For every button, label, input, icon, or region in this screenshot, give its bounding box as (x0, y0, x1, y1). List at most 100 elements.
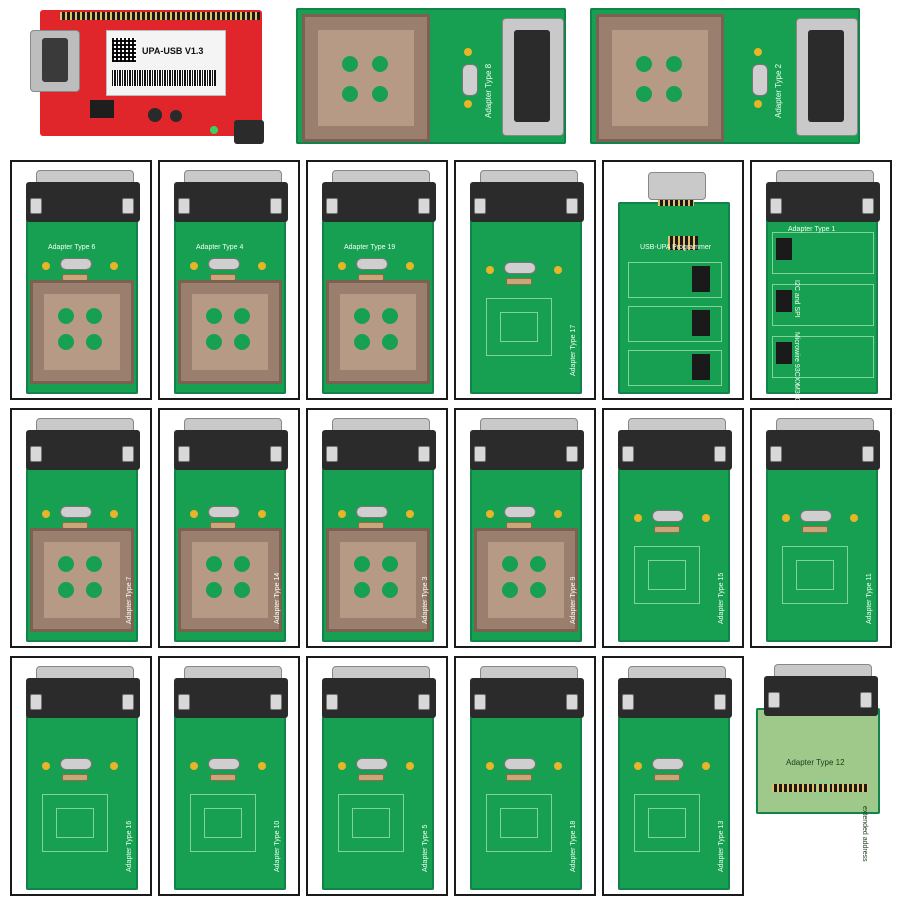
dip-socket (692, 310, 710, 336)
adapter-label: Adapter Type 3 (422, 576, 429, 624)
adapter-label: Adapter Type 2 (774, 63, 783, 118)
pcb-trace (56, 808, 94, 838)
socket-hole (58, 556, 74, 572)
db9-connector-body (470, 678, 584, 718)
adapter-card: Adapter Type 8 (296, 8, 566, 144)
socket-center (340, 294, 416, 370)
resistor (654, 526, 680, 533)
socket-hole (206, 308, 222, 324)
capacitor (554, 762, 562, 770)
socket-hole (234, 582, 250, 598)
connector-screw (566, 694, 578, 710)
pcb-board (618, 202, 730, 394)
crystal (208, 258, 240, 270)
capacitor (148, 108, 162, 122)
connector-screw (474, 446, 486, 462)
adapter-cell: Adapter Type 6 (10, 160, 152, 400)
resistor (654, 774, 680, 781)
capacitor (782, 514, 790, 522)
connector-screw (122, 694, 134, 710)
capacitor (754, 48, 762, 56)
connector-screw (270, 694, 282, 710)
resistor (802, 526, 828, 533)
socket-hole (530, 556, 546, 572)
pin-header (668, 236, 698, 250)
capacitor (42, 510, 50, 518)
dip-socket (692, 354, 710, 380)
socket-hole (382, 308, 398, 324)
pcb-trace (190, 794, 256, 852)
db9-connector (648, 172, 706, 200)
pcb-trace (634, 794, 700, 852)
connector-screw (326, 694, 338, 710)
adapter-sub-label: M35080 (793, 384, 800, 410)
adapter-label: Adapter Type 8 (484, 63, 493, 118)
capacitor (338, 262, 346, 270)
adapter-cell: Adapter Type 17 (454, 160, 596, 400)
connector-screw (178, 198, 190, 214)
connector-screw (30, 446, 42, 462)
capacitor (702, 514, 710, 522)
connector-screw (30, 694, 42, 710)
dip-socket (776, 238, 792, 260)
socket-hole (58, 308, 74, 324)
adapter-label: Adapter Type 7 (126, 576, 133, 624)
connector-screw (418, 694, 430, 710)
adapter-sub-label: extended address (861, 806, 868, 862)
socket-center (44, 294, 120, 370)
db9-connector-body (322, 430, 436, 470)
adapter-label: Adapter Type 5 (422, 824, 429, 872)
db9-connector-body (766, 430, 880, 470)
socket-center (340, 542, 416, 618)
connector-screw (622, 446, 634, 462)
connector-screw (326, 446, 338, 462)
pcb-trace (772, 336, 874, 378)
pcb-trace (42, 794, 108, 852)
socket-hole (342, 86, 358, 102)
crystal (356, 758, 388, 770)
socket-hole (382, 334, 398, 350)
socket-hole (206, 334, 222, 350)
db9-connector-body (514, 30, 550, 122)
socket-hole (382, 556, 398, 572)
dip-socket (776, 290, 792, 312)
adapter-sub-label: I2C and SPI (793, 280, 800, 318)
pcb-trace (648, 560, 686, 590)
connector-screw (768, 692, 780, 708)
connector-screw (178, 446, 190, 462)
connector-screw (270, 446, 282, 462)
socket-hole (502, 556, 518, 572)
crystal (208, 758, 240, 770)
adapter-label: Adapter Type 6 (48, 244, 96, 251)
pcb-trace (486, 298, 552, 356)
connector-screw (30, 198, 42, 214)
led (210, 126, 218, 134)
upa-usb-device: UPA-USB V1.3 (20, 8, 270, 144)
db9-connector-body (618, 678, 732, 718)
db9-connector-body (26, 430, 140, 470)
qr-code (112, 38, 136, 62)
socket-hole (86, 582, 102, 598)
crystal (356, 506, 388, 518)
socket-hole (86, 556, 102, 572)
capacitor (190, 762, 198, 770)
connector-screw (860, 692, 872, 708)
crystal (752, 64, 768, 96)
adapter-label: Adapter Type 10 (274, 820, 281, 872)
capacitor (170, 110, 182, 122)
resistor (62, 774, 88, 781)
socket-hole (372, 56, 388, 72)
socket-hole (342, 56, 358, 72)
socket-hole (354, 582, 370, 598)
crystal (208, 506, 240, 518)
pcb-trace (338, 794, 404, 852)
resistor (506, 774, 532, 781)
capacitor (110, 510, 118, 518)
crystal (504, 506, 536, 518)
capacitor (406, 762, 414, 770)
adapter-label: Adapter Type 1 (788, 226, 836, 233)
adapter-label: Adapter Type 9 (570, 576, 577, 624)
db9-connector-body (322, 678, 436, 718)
db9-connector-body (26, 182, 140, 222)
